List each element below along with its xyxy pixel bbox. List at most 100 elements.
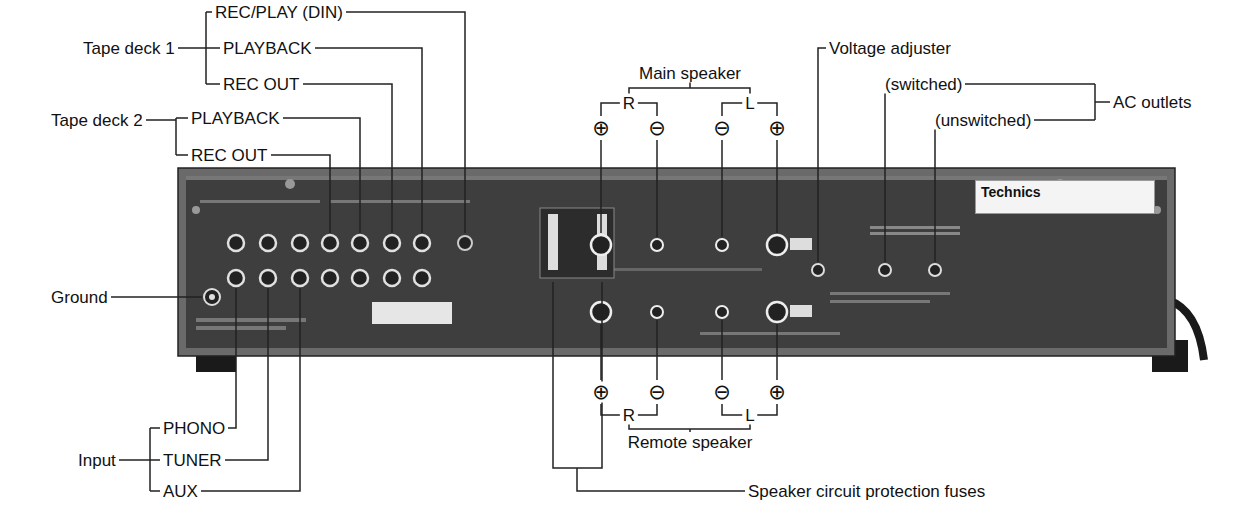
chassis <box>830 292 950 295</box>
rca-jack <box>228 270 244 286</box>
callout-label: PHONO <box>160 419 228 438</box>
speaker-terminal <box>790 305 812 317</box>
callout-label: Speaker circuit protection fuses <box>745 482 988 501</box>
callout-label: L <box>742 406 757 425</box>
chassis <box>285 179 295 189</box>
rca-jack <box>414 270 430 286</box>
ac-outlet <box>929 264 941 276</box>
chassis <box>830 300 930 303</box>
callout-label: (switched) <box>882 75 965 94</box>
leader-line <box>656 140 658 237</box>
rca-jack <box>228 235 244 251</box>
callout-label: REC/PLAY (DIN) <box>212 3 346 22</box>
callout-label: Main speaker <box>636 64 744 83</box>
leader-line <box>818 48 830 262</box>
ground-terminal <box>204 289 220 305</box>
speaker-terminal <box>767 302 787 322</box>
chassis <box>192 206 200 214</box>
callout-label: R <box>620 94 638 113</box>
fuse-holder <box>540 208 614 278</box>
speaker-terminal <box>716 239 728 251</box>
voltage-adjuster <box>812 264 824 276</box>
rca-jack <box>414 235 430 251</box>
callout-label: REC OUT <box>220 75 303 94</box>
callout-label: Tape deck 1 <box>80 39 178 58</box>
leader-line <box>150 288 268 460</box>
ac-outlet <box>879 264 891 276</box>
callout-label: Remote speaker <box>625 433 756 452</box>
rca-jack <box>292 235 308 251</box>
leader-line <box>776 324 778 380</box>
callout-label: Tape deck 2 <box>48 111 146 130</box>
leader-line <box>176 155 330 233</box>
brand-plate: Technics <box>975 180 1155 214</box>
leader-line <box>629 423 750 429</box>
voltage-adjuster <box>812 264 824 276</box>
polarity-mark: ⊕ <box>591 382 611 403</box>
speaker-terminal <box>591 302 611 322</box>
polarity-mark: ⊖ <box>647 118 667 139</box>
brand-name: Technics <box>976 181 1046 203</box>
callout-label: REC OUT <box>188 146 271 165</box>
chassis <box>196 326 286 330</box>
ground-terminal <box>209 294 215 300</box>
ac-outlet <box>870 226 960 276</box>
ground-terminal <box>204 289 220 305</box>
rca-jack <box>292 270 308 286</box>
leader-line <box>656 320 658 380</box>
rca-jack <box>322 270 338 286</box>
rca-jack <box>384 235 400 251</box>
chassis <box>186 176 1167 348</box>
leader-line <box>721 320 723 380</box>
polarity-mark: ⊕ <box>591 118 611 139</box>
speaker-terminal <box>767 235 787 255</box>
fuse-holder <box>540 208 614 278</box>
speaker-terminal <box>651 306 663 318</box>
callout-label: Ground <box>48 288 111 307</box>
fuse-holder <box>548 214 558 270</box>
callout-label: PLAYBACK <box>220 39 315 58</box>
polarity-mark: ⊖ <box>712 382 732 403</box>
callout-label: R <box>620 406 638 425</box>
callout-label: Input <box>75 451 119 470</box>
leader-line <box>206 48 422 233</box>
polarity-mark: ⊖ <box>712 118 732 139</box>
chassis <box>372 302 452 324</box>
ac-outlet <box>870 232 960 235</box>
leader-line <box>48 12 1112 491</box>
speaker-terminal <box>790 238 812 250</box>
leader-line <box>175 118 177 155</box>
callout-label: PLAYBACK <box>188 109 283 128</box>
leader-line <box>553 282 602 468</box>
leader-line <box>629 88 750 96</box>
rca-jack <box>384 270 400 286</box>
leader-line <box>150 288 236 428</box>
leader-line <box>150 288 300 491</box>
callout-label: L <box>742 94 757 113</box>
din-socket <box>458 236 472 250</box>
rca-jack <box>260 270 276 286</box>
leader-line <box>721 140 723 237</box>
rca-jack <box>352 270 368 286</box>
leader-line <box>577 468 745 491</box>
rca-jack <box>228 235 430 286</box>
polarity-mark: ⊖ <box>647 382 667 403</box>
leader-line <box>776 140 778 233</box>
speaker-terminal <box>716 306 728 318</box>
chassis <box>178 168 1175 356</box>
polarity-mark: ⊕ <box>767 118 787 139</box>
chassis <box>330 200 470 203</box>
leader-line <box>885 84 1095 262</box>
polarity-mark: ⊕ <box>767 382 787 403</box>
callout-label: AUX <box>160 482 201 501</box>
ac-outlet <box>870 226 960 229</box>
chassis <box>196 318 306 322</box>
rca-jack <box>322 235 338 251</box>
callout-label: TUNER <box>160 451 225 470</box>
chassis <box>178 168 1204 372</box>
din-socket <box>458 236 472 250</box>
speaker-terminal <box>591 235 812 322</box>
chassis <box>612 268 762 271</box>
rca-jack <box>260 235 276 251</box>
